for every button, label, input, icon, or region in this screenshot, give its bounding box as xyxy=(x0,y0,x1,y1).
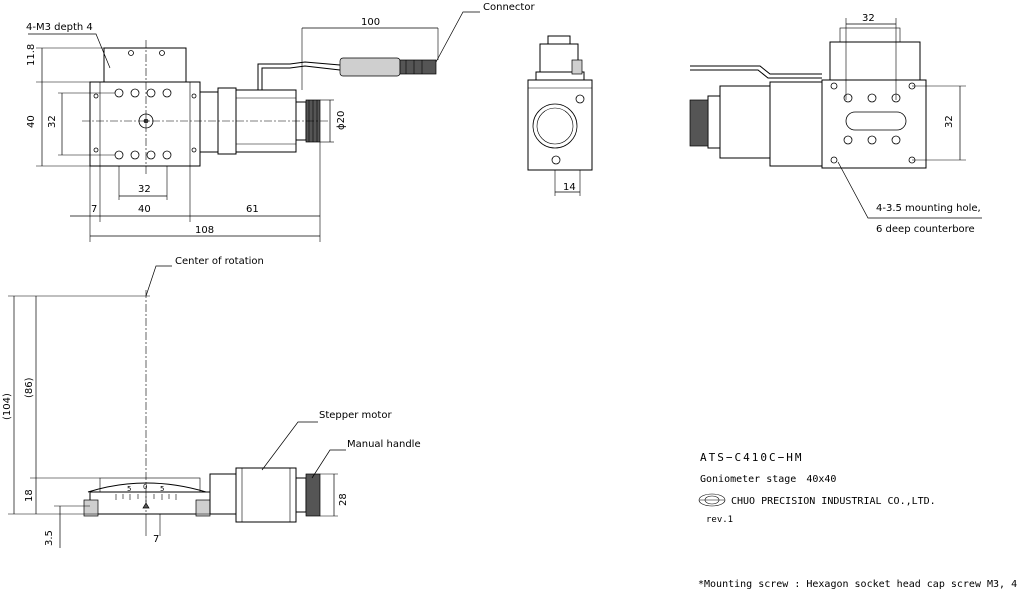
dim-104: (104) xyxy=(2,393,13,420)
dim-7: 7 xyxy=(91,204,97,215)
rear-slot xyxy=(845,111,907,131)
company-name: CHUO PRECISION INDUSTRIAL CO.,LTD. xyxy=(731,496,936,507)
mounting-hole-label-1: 4-3.5 mounting hole, xyxy=(876,203,981,214)
dim-61: 61 xyxy=(246,204,259,215)
manual-handle-label: Manual handle xyxy=(347,439,421,450)
top-plate-extension xyxy=(103,47,187,83)
footnote: *Mounting screw : Hexagon socket head ca… xyxy=(698,579,1024,590)
dim-40-bottom: 40 xyxy=(138,204,151,215)
scale-label-left: 5 xyxy=(127,485,131,493)
connector-body xyxy=(339,57,401,77)
dim-32-right-side: 32 xyxy=(944,115,955,128)
mounting-hole-label-2: 6 deep counterbore xyxy=(876,224,975,235)
center-rotation-label: Center of rotation xyxy=(175,256,264,267)
dim-3-5: 3.5 xyxy=(44,530,55,546)
dim-7-front: 7 xyxy=(153,534,159,545)
company-logo xyxy=(698,493,726,507)
rear-motor xyxy=(719,85,771,159)
rotation-arc xyxy=(87,482,207,493)
goniometer-base xyxy=(89,491,211,515)
model-description: Goniometer stage 40x40 xyxy=(700,474,836,485)
depth-label: 4-M3 depth 4 xyxy=(26,22,93,33)
top-view xyxy=(28,11,480,242)
rear-view xyxy=(689,18,982,219)
dim-32-bottom: 32 xyxy=(138,184,151,195)
side-view xyxy=(527,35,593,196)
dim-86: (86) xyxy=(24,377,35,398)
rear-holes xyxy=(830,82,916,164)
dim-108: 108 xyxy=(195,225,214,236)
model-number: ATS−C410C−HM xyxy=(700,451,803,464)
dim-32-left: 32 xyxy=(47,115,58,128)
stepper-motor-front xyxy=(235,467,297,523)
revision: rev.1 xyxy=(706,515,733,525)
cable xyxy=(257,61,341,90)
motor-bracket xyxy=(199,91,219,153)
dim-28: 28 xyxy=(338,493,349,506)
stage-holes xyxy=(93,50,197,160)
connector-label: Connector xyxy=(483,2,535,13)
dim-40-left: 40 xyxy=(26,115,37,128)
stepper-motor-label: Stepper motor xyxy=(319,410,392,421)
rear-handle xyxy=(689,99,709,147)
dim-100: 100 xyxy=(361,17,380,28)
dim-32-right-top: 32 xyxy=(862,13,875,24)
scale-label-right: 5 xyxy=(160,485,164,493)
front-view xyxy=(8,265,346,548)
dim-18: 18 xyxy=(24,489,35,502)
scale-label-center: 0 xyxy=(143,483,147,491)
dim-14: 14 xyxy=(563,182,576,193)
dim-11-8: 11.8 xyxy=(26,44,37,66)
scale-ticks xyxy=(115,494,177,502)
dim-phi20: ϕ20 xyxy=(336,111,347,130)
motor-bore xyxy=(532,103,578,149)
manual-handle-front xyxy=(305,473,321,517)
